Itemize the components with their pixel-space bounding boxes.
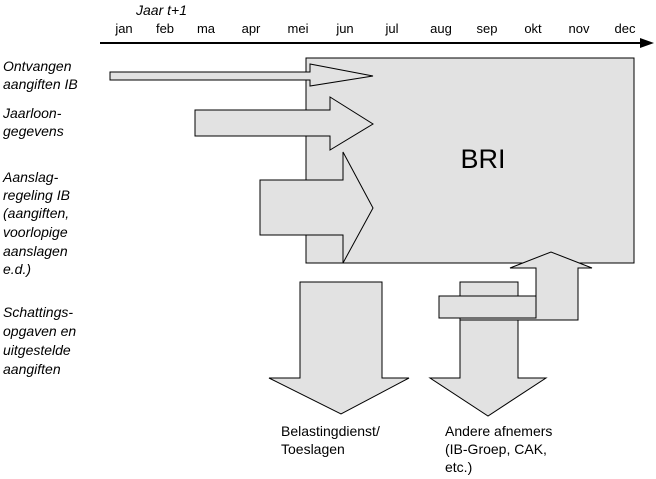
input-label-line: aangiften IB	[3, 76, 78, 92]
month-dec: dec	[615, 21, 636, 36]
arrow-ontvangen-aangiften	[109, 63, 374, 87]
input-label-line: Schattings-	[3, 304, 73, 320]
month-feb: feb	[156, 21, 174, 36]
output-label-line: Belastingdienst/	[281, 423, 380, 439]
input-label-line: opgaven en	[3, 323, 76, 339]
input-label-ontvangen-aangiften: Ontvangen aangiften IB	[3, 58, 78, 92]
timeline: Jaar t+1 jan feb ma apr mei jun jul aug …	[100, 2, 654, 48]
input-label-line: aangiften	[3, 361, 61, 377]
output-label-andere-afnemers: Andere afnemers (IB-Groep, CAK, etc.)	[445, 423, 552, 475]
input-label-line: (aangiften,	[3, 205, 69, 221]
month-apr: apr	[242, 21, 261, 36]
input-label-aanslagregeling: Aanslag- regeling IB (aangiften, voorlop…	[2, 169, 70, 277]
output-label-line: Toeslagen	[281, 441, 345, 457]
arrow-belastingdienst	[268, 281, 410, 415]
input-label-line: Aanslag-	[2, 169, 59, 185]
arrow-schattingsopgaven	[438, 295, 537, 319]
output-label-belastingdienst: Belastingdienst/ Toeslagen	[281, 423, 380, 457]
output-label-line: Andere afnemers	[445, 423, 552, 439]
input-label-line: uitgestelde	[3, 342, 71, 358]
output-label-line: (IB-Groep, CAK,	[445, 441, 547, 457]
input-label-line: gegevens	[3, 123, 64, 139]
input-label-schattingsopgaven: Schattings- opgaven en uitgestelde aangi…	[3, 304, 76, 377]
input-label-line: aanslagen	[3, 243, 68, 259]
input-label-line: Ontvangen	[3, 58, 72, 74]
bri-label: BRI	[460, 144, 505, 174]
arrow-jaarloongegevens	[194, 96, 374, 151]
month-mei: mei	[288, 21, 309, 36]
month-sep: sep	[477, 21, 498, 36]
input-label-line: e.d.)	[3, 261, 31, 277]
output-label-line: etc.)	[445, 459, 472, 475]
input-label-line: regeling IB	[3, 187, 70, 203]
month-ma: ma	[197, 21, 216, 36]
input-label-line: Jaarloon-	[2, 105, 62, 121]
input-label-jaarloongegevens: Jaarloon- gegevens	[2, 105, 64, 139]
month-okt: okt	[524, 21, 542, 36]
month-nov: nov	[569, 21, 590, 36]
year-label: Jaar t+1	[135, 2, 187, 18]
input-label-line: voorlopige	[3, 224, 68, 240]
timeline-arrowhead	[640, 38, 654, 48]
month-jul: jul	[384, 21, 398, 36]
month-jun: jun	[335, 21, 353, 36]
arrow-aanslagregeling	[259, 151, 374, 264]
month-aug: aug	[430, 21, 452, 36]
month-jan: jan	[114, 21, 132, 36]
